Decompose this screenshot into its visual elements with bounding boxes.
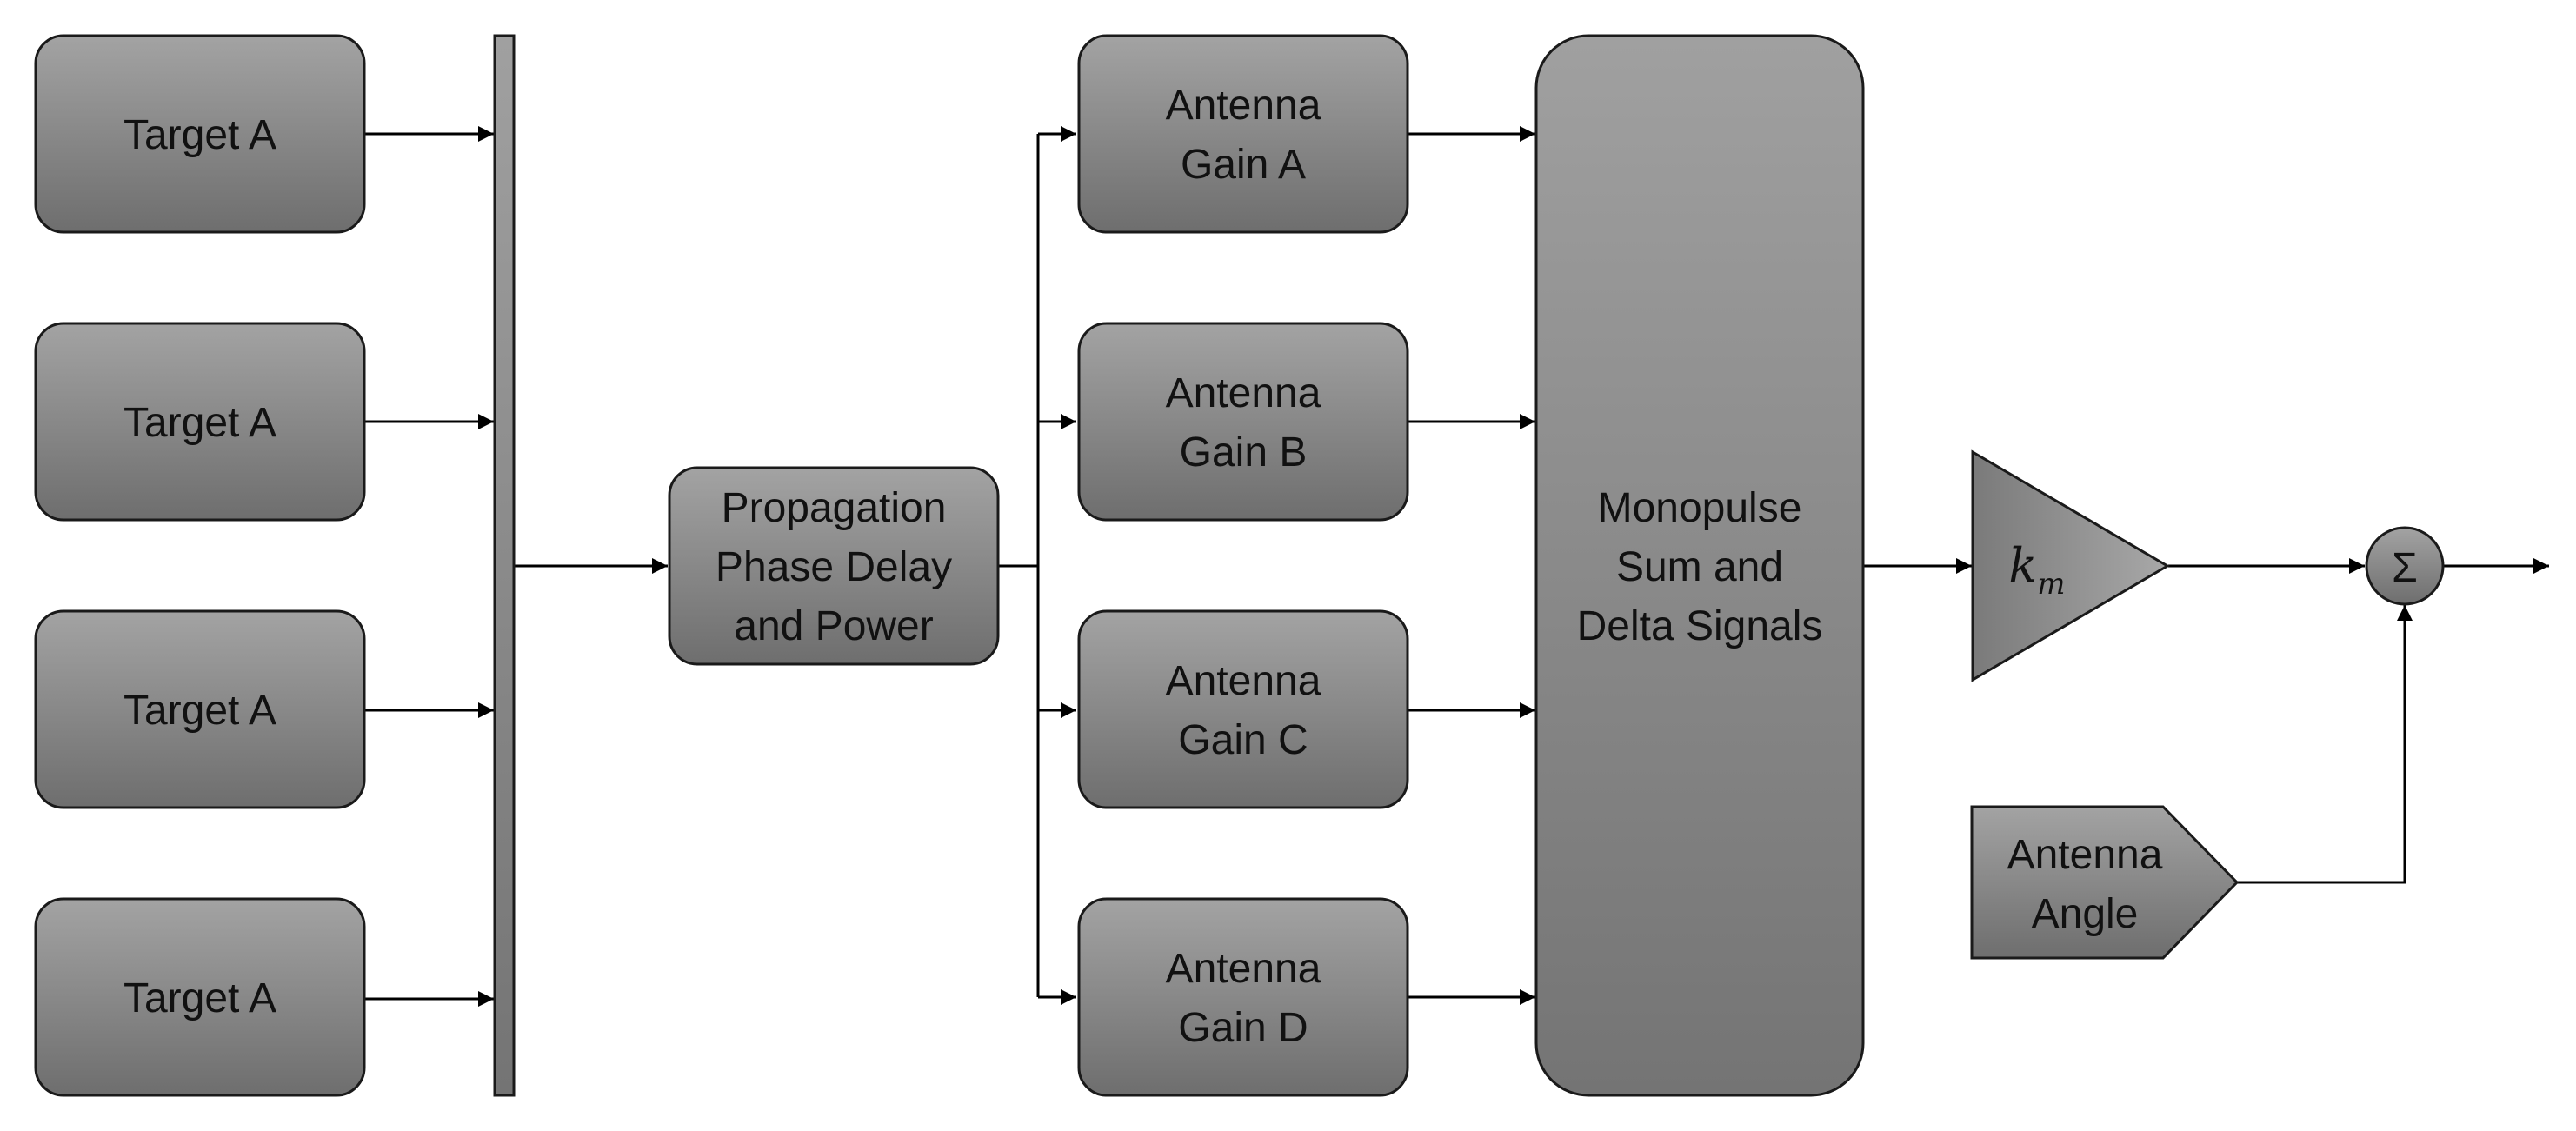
target-block: Target A [34,897,366,1097]
monopulse-label-line-2: Sum and [1616,544,1783,590]
monopulse-label-line-3: Delta Signals [1577,603,1823,649]
target-label-2: Target A [123,400,276,446]
monopulse-label-line-1: Monopulse [1598,485,1802,531]
antenna-gain-c-line-1: Antenna [1166,658,1321,704]
gain-block: km [1971,449,2170,682]
target-box-3 [34,609,366,809]
antenna-angle-line-2: Angle [2032,891,2139,937]
sum-icon: Σ [2392,545,2418,591]
signal-bus-bar [493,34,516,1097]
antenna-gain-box-b [1077,322,1409,522]
antenna-gain-b-line-2: Gain B [1180,429,1308,476]
target-box-1 [34,34,366,234]
antenna-gain-a-line-2: Gain A [1181,142,1306,188]
antenna-gain-block: Antenna Gain B [1077,322,1409,522]
monopulse-box [1534,34,1865,1097]
gain-symbol: km [2009,538,2066,602]
target-block: Target A [34,34,366,234]
target-label-4: Target A [123,975,276,1021]
antenna-gain-c-line-2: Gain C [1178,717,1308,763]
antenna-gain-a-line-1: Antenna [1166,83,1321,129]
target-block: Target A [34,322,366,522]
sum-circle [2365,526,2445,606]
antenna-gain-box-c [1077,609,1409,809]
antenna-gain-b-line-1: Antenna [1166,370,1321,416]
target-box-4 [34,897,366,1097]
propagation-label-line-3: and Power [734,603,933,649]
gain-triangle [1971,449,2170,682]
propagation-label-line-1: Propagation [722,485,947,531]
antenna-gain-block: Antenna Gain C [1077,609,1409,809]
propagation-box [668,466,1000,666]
antenna-angle-box [1970,805,2240,960]
antenna-gain-d-line-2: Gain D [1178,1005,1308,1051]
antenna-gain-d-line-1: Antenna [1166,946,1321,992]
monopulse-block: Monopulse Sum and Delta Signals [1534,34,1865,1097]
target-label-1: Target A [123,112,276,158]
propagation-block: Propagation Phase Delay and Power [668,466,1000,666]
target-box-2 [34,322,366,522]
target-label-3: Target A [123,688,276,734]
sum-junction: Σ [2365,526,2445,606]
antenna-angle-line-1: Antenna [2007,832,2163,878]
propagation-label-line-2: Phase Delay [716,544,952,590]
antenna-gain-box-d [1077,897,1409,1097]
antenna-gain-block: Antenna Gain D [1077,897,1409,1097]
antenna-angle-block: Antenna Angle [1970,805,2240,960]
antenna-gain-block: Antenna Gain A [1077,34,1409,234]
wire-angle-to-sum [2237,605,2413,884]
target-block: Target A [34,609,366,809]
antenna-gain-box-a [1077,34,1409,234]
connections [364,126,2549,1007]
